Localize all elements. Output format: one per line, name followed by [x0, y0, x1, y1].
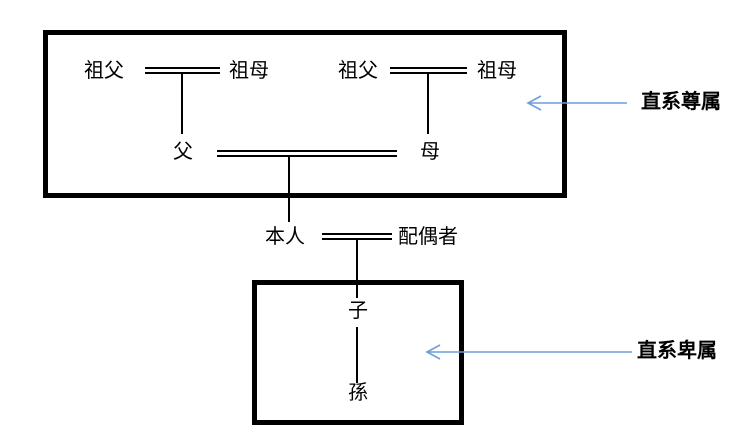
descendants-arrow-icon: [425, 344, 632, 360]
descent-line-to-mother: [427, 72, 429, 134]
node-grandchild: 孫: [348, 382, 368, 404]
node-maternal-grandfather: 祖父: [338, 60, 378, 82]
ascendants-box: [43, 30, 567, 198]
descent-line-to-child: [356, 240, 358, 298]
descent-line-to-grandchild: [356, 327, 358, 383]
node-paternal-grandmother: 祖母: [229, 60, 269, 82]
node-paternal-grandfather: 祖父: [84, 60, 124, 82]
descendants-label: 直系卑属: [637, 340, 717, 362]
node-maternal-grandmother: 祖母: [477, 60, 517, 82]
ascendants-arrow-path: [526, 95, 627, 111]
node-father: 父: [173, 141, 193, 163]
descent-line-to-father: [181, 72, 183, 134]
descent-line-to-self: [288, 155, 290, 222]
descendants-arrow-path: [425, 344, 632, 360]
marriage-line-self-spouse: [322, 233, 392, 240]
node-mother: 母: [420, 141, 440, 163]
ascendants-arrow-icon: [526, 95, 627, 111]
node-self: 本人: [265, 226, 305, 248]
marriage-line-parents: [217, 150, 397, 157]
node-child: 子: [348, 300, 368, 322]
node-spouse: 配偶者: [398, 226, 458, 248]
ascendants-label: 直系尊属: [641, 91, 721, 113]
